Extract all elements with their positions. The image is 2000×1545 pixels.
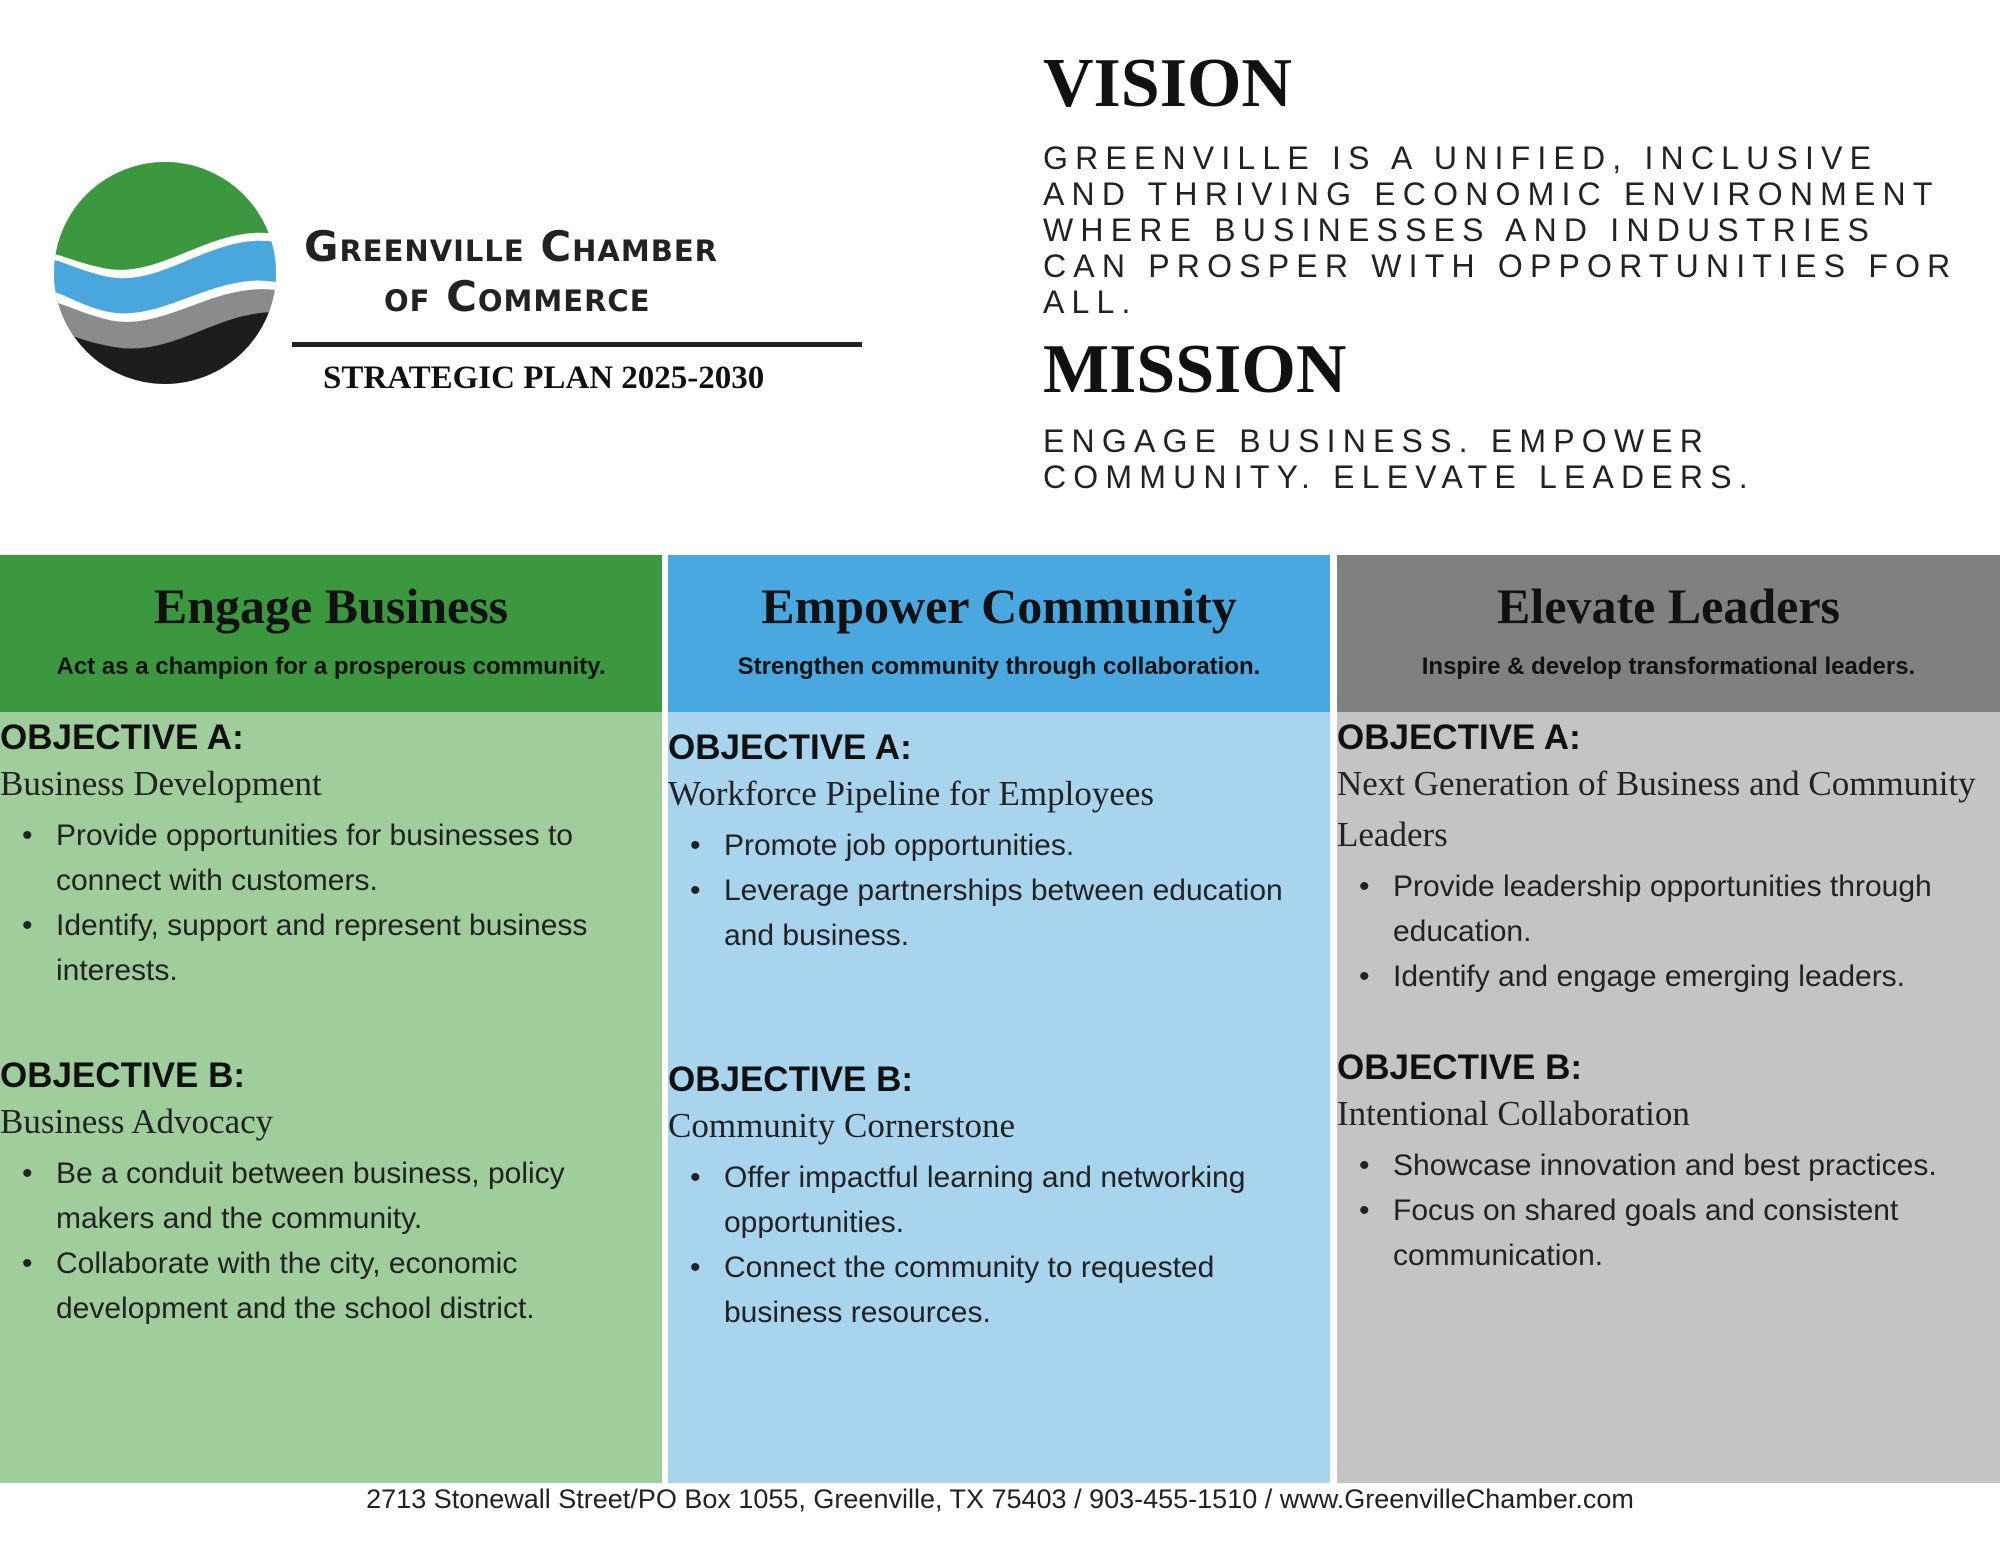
objective-name: Intentional Collaboration <box>1337 1094 1690 1133</box>
bullet-item: Provide opportunities for businesses to … <box>0 813 662 903</box>
vision-line: CAN PROSPER WITH OPPORTUNITIES FOR <box>1043 248 1958 284</box>
objective-label: OBJECTIVE B: <box>0 1056 246 1095</box>
bullet-item: Identify, support and represent business… <box>0 903 662 993</box>
org-name-line1: Greenville Chamber <box>304 222 718 271</box>
column-empower-community: Empower Community Strengthen community t… <box>668 555 1330 1483</box>
bullet-item: Be a conduit between business, policy ma… <box>0 1151 662 1241</box>
mission-line: ENGAGE BUSINESS. EMPOWER <box>1043 423 1711 459</box>
vision-line: GREENVILLE IS A UNIFIED, INCLUSIVE <box>1043 140 1879 176</box>
vision-text: GREENVILLE IS A UNIFIED, INCLUSIVE AND T… <box>1043 140 1958 320</box>
vision-line: WHERE BUSINESSES AND INDUSTRIES <box>1043 212 1877 248</box>
objective-label: OBJECTIVE B: <box>668 1060 914 1099</box>
mission-text: ENGAGE BUSINESS. EMPOWER COMMUNITY. ELEV… <box>1043 423 1755 495</box>
objective: OBJECTIVE A: Next Generation of Business… <box>1337 718 2000 999</box>
vision-line: ALL. <box>1043 284 1138 320</box>
column-elevate-leaders: Elevate Leaders Inspire & develop transf… <box>1337 555 2000 1483</box>
org-name-line2: of Commerce <box>384 272 651 321</box>
vision-heading: VISION <box>1043 45 1292 122</box>
objective-name: Business Advocacy <box>0 1102 274 1141</box>
objective: OBJECTIVE B: Business Advocacy Be a condu… <box>0 1056 662 1331</box>
objective-label: OBJECTIVE A: <box>0 718 244 757</box>
bullet-item: Provide leadership opportunities through… <box>1337 864 2000 954</box>
column-subtitle: Strengthen community through collaborati… <box>737 653 1261 680</box>
column-body: OBJECTIVE A: Workforce Pipeline for Empl… <box>668 712 1330 1483</box>
column-header: Engage Business Act as a champion for a … <box>0 555 662 712</box>
bullet-item: Promote job opportunities. <box>668 823 1330 868</box>
objective-name: Community Cornerstone <box>668 1106 1016 1145</box>
column-body: OBJECTIVE A: Business DevelopmentProvide… <box>0 712 662 1483</box>
vision-line: AND THRIVING ECONOMIC ENVIRONMENT <box>1043 176 1940 212</box>
footer-contact: 2713 Stonewall Street/PO Box 1055, Green… <box>366 1484 1634 1514</box>
objective-name: Workforce Pipeline for Employees <box>668 774 1155 813</box>
column-title: Empower Community <box>761 578 1237 634</box>
objective-label: OBJECTIVE A: <box>1337 718 1581 757</box>
bullet-item: Focus on shared goals and consistent com… <box>1337 1188 2000 1278</box>
objective-label: OBJECTIVE A: <box>668 728 912 767</box>
divider <box>292 342 862 347</box>
objective-label: OBJECTIVE B: <box>1337 1048 1583 1087</box>
objective-name: Next Generation of Business and Communit… <box>1337 764 1976 854</box>
bullet-item: Showcase innovation and best practices. <box>1337 1143 2000 1188</box>
column-title: Elevate Leaders <box>1497 578 1840 634</box>
bullet-item: Offer impactful learning and networking … <box>668 1155 1330 1245</box>
bullet-item: Connect the community to requested busin… <box>668 1245 1330 1335</box>
objective-name: Business Development <box>0 764 322 803</box>
chamber-logo-icon <box>54 162 276 384</box>
column-subtitle: Act as a champion for a prosperous commu… <box>56 653 606 680</box>
column-body: OBJECTIVE A: Next Generation of Business… <box>1337 712 2000 1483</box>
objective: OBJECTIVE B: Community CornerstoneOffer … <box>668 1060 1330 1335</box>
bullet-item: Leverage partnerships between education … <box>668 868 1330 958</box>
column-header: Elevate Leaders Inspire & develop transf… <box>1337 555 2000 712</box>
mission-heading: MISSION <box>1043 331 1347 408</box>
bullet-item: Identify and engage emerging leaders. <box>1337 954 2000 999</box>
column-title: Engage Business <box>153 578 509 634</box>
column-subtitle: Inspire & develop transformational leade… <box>1421 653 1916 680</box>
objective: OBJECTIVE B: Intentional CollaborationSh… <box>1337 1048 2000 1278</box>
column-engage-business: Engage Business Act as a champion for a … <box>0 555 662 1483</box>
column-header: Empower Community Strengthen community t… <box>668 555 1330 712</box>
objective: OBJECTIVE A: Workforce Pipeline for Empl… <box>668 728 1330 958</box>
mission-line: COMMUNITY. ELEVATE LEADERS. <box>1043 459 1755 495</box>
objective: OBJECTIVE A: Business DevelopmentProvide… <box>0 718 662 993</box>
bullet-item: Collaborate with the city, economic deve… <box>0 1241 662 1331</box>
plan-title: STRATEGIC PLAN 2025-2030 <box>323 360 765 396</box>
